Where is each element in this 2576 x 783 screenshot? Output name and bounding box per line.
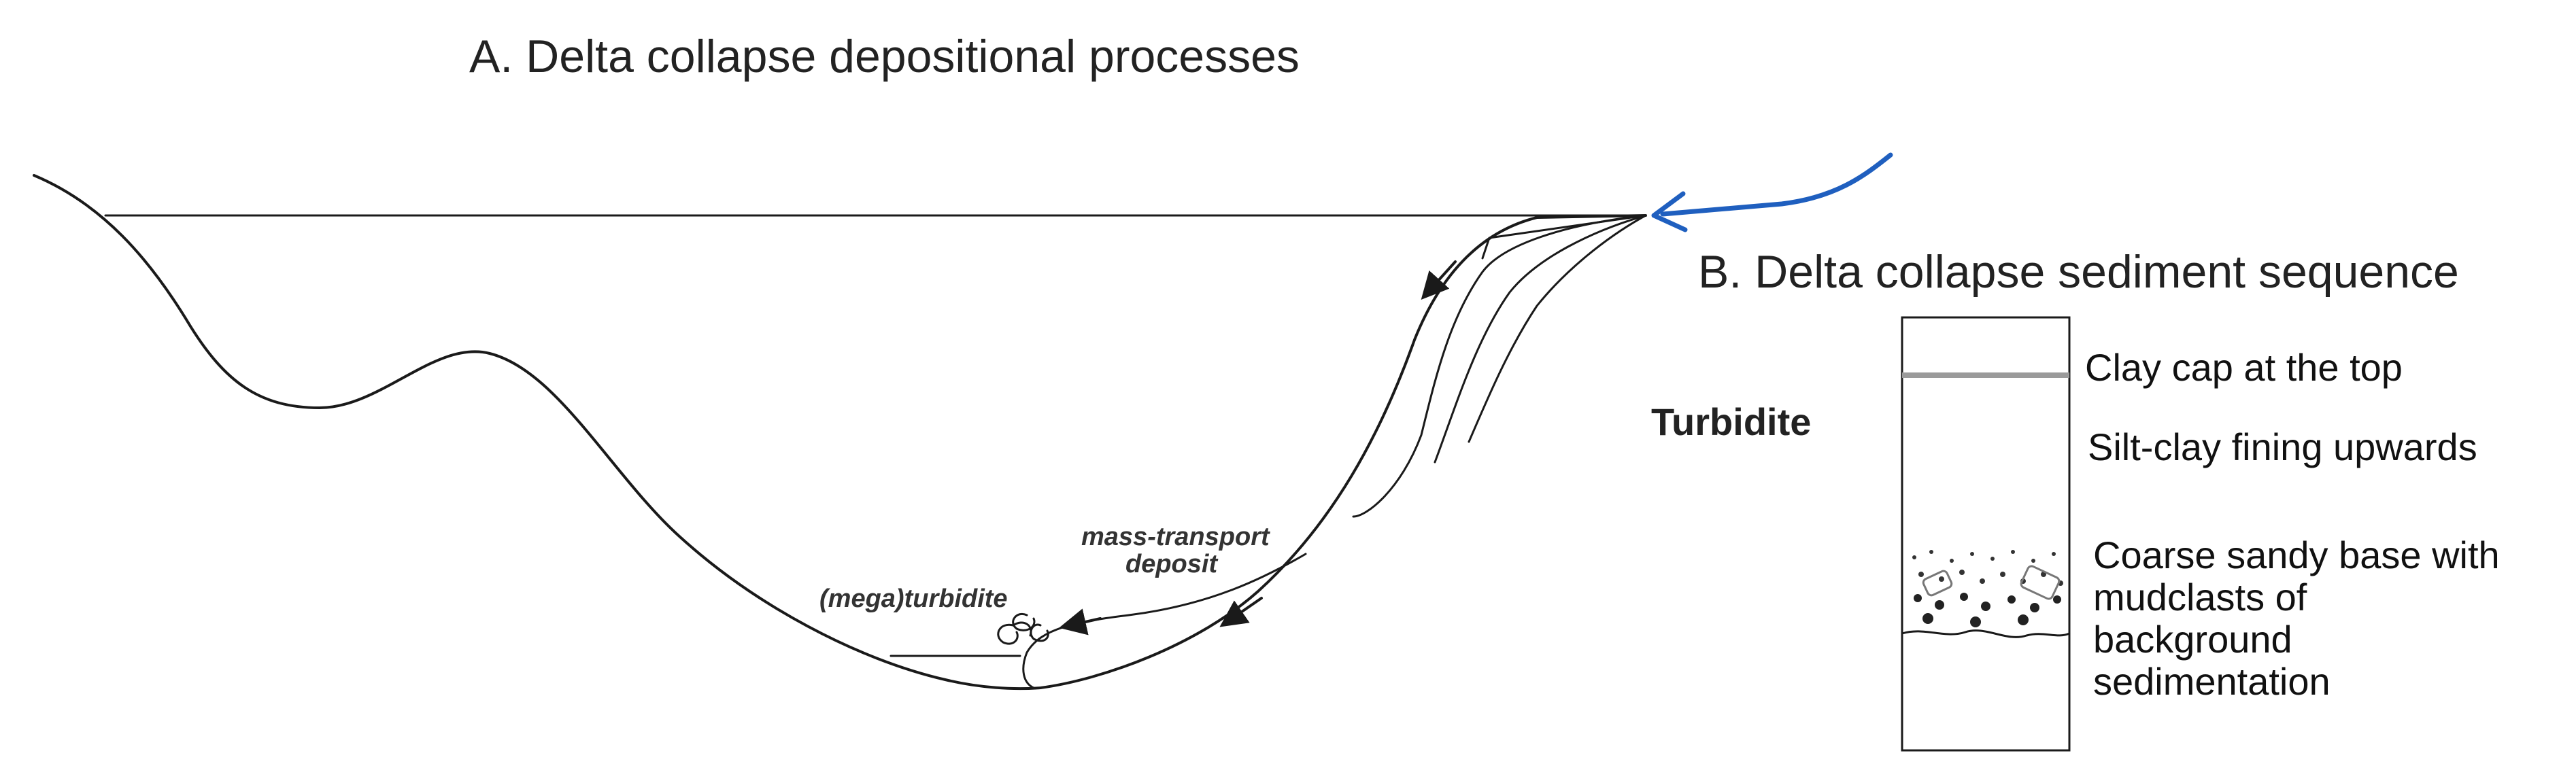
mass-transport-label-line2: deposit — [1125, 550, 1218, 578]
mudclast-shape — [1922, 570, 1953, 597]
turbidite-side-label: Turbidite — [1651, 400, 1811, 443]
lake-basin-profile — [33, 174, 1647, 691]
coarse-base-label-line3: background — [2093, 618, 2292, 661]
panel-b-title: B. Delta collapse sediment sequence — [1698, 246, 2459, 298]
mass-transport-label-line1: mass-transport — [1081, 523, 1270, 551]
coarse-base-label-line1: Coarse sandy base with — [2093, 534, 2500, 576]
river-arrowhead-icon — [1651, 191, 1688, 232]
turbidity-flow-arrow-icon — [1059, 608, 1102, 636]
clay-cap-label: Clay cap at the top — [2085, 346, 2403, 389]
panel-a-title: A. Delta collapse depositional processes — [469, 31, 1300, 82]
coarse-base-label-line2: mudclasts of — [2093, 576, 2307, 619]
panel-a: A. Delta collapse depositional processes… — [33, 31, 1893, 691]
turbidite-label: (mega)turbidite — [819, 585, 1008, 613]
panel-b: B. Delta collapse sediment sequence Turb… — [1651, 246, 2500, 752]
mass-flow-arrow-icon — [1219, 597, 1263, 627]
delta-scarp — [1481, 214, 1647, 260]
silt-clay-label: Silt-clay fining upwards — [2088, 425, 2477, 468]
coarse-base-label-line4: sedimentation — [2093, 660, 2331, 703]
coarse-sandy-base-texture — [1912, 550, 2063, 627]
river-inflow-icon — [1660, 152, 1893, 217]
delta-foreset-2 — [1434, 214, 1647, 464]
delta-foreset-3 — [1468, 214, 1647, 443]
slide-arrow-icon — [1421, 260, 1457, 300]
turbulence-swirls-icon — [997, 612, 1049, 645]
mudclast-shape — [2020, 565, 2061, 600]
erosive-base-line — [1901, 629, 2071, 638]
delta-foreset-1 — [1352, 214, 1647, 518]
sediment-column — [1901, 316, 2071, 752]
